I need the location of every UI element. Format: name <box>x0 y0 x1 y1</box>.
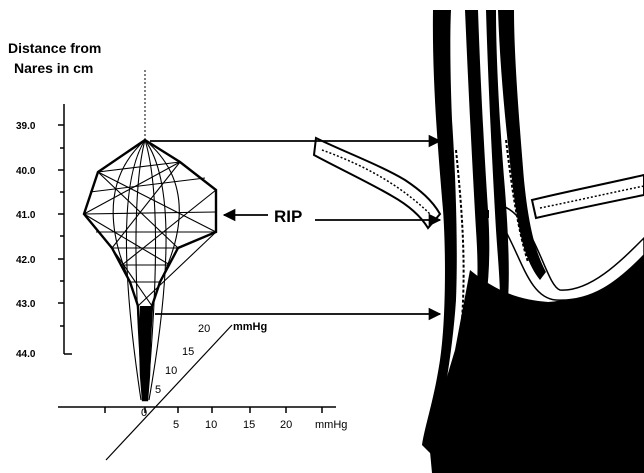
x-tick-label: 15 <box>243 419 255 431</box>
y-tick-label: 39.0 <box>16 121 36 132</box>
y-tick-label: 43.0 <box>16 299 36 310</box>
y-tick-label: 40.0 <box>16 166 36 177</box>
esophagus-lumen-left <box>465 10 489 300</box>
title-line-1: Distance from <box>8 40 101 56</box>
y-tick-label: 44.0 <box>16 349 36 360</box>
y-tick-label: 41.0 <box>16 210 36 221</box>
x-tick-labels: 0 5 10 15 20 mmHg <box>141 407 347 431</box>
y-axis <box>58 104 72 354</box>
x-axis <box>58 407 336 413</box>
z-tick-label: 20 <box>198 323 210 335</box>
z-tick-label: 10 <box>165 365 177 377</box>
x-unit-label: mmHg <box>315 419 347 431</box>
z-tick-labels: 5 10 15 20 mmHg <box>155 321 267 396</box>
z-unit-label: mmHg <box>233 321 267 333</box>
y-tick-label: 42.0 <box>16 255 36 266</box>
right-crus-band <box>532 175 644 218</box>
rip-mark <box>486 210 489 218</box>
mucosa-left <box>456 150 464 320</box>
x-tick-label: 20 <box>280 419 292 431</box>
pressure-profile <box>84 140 216 400</box>
y-tick-labels: 39.0 40.0 41.0 42.0 43.0 44.0 <box>16 121 36 360</box>
rip-mark <box>480 226 483 232</box>
title-line-2: Nares in cm <box>14 60 93 76</box>
x-tick-label: 10 <box>205 419 217 431</box>
z-tick-label: 15 <box>182 346 194 358</box>
rip-label: RIP <box>274 207 302 226</box>
x-tick-label: 5 <box>173 419 179 431</box>
rip-mark <box>478 210 481 218</box>
z-axis-line <box>106 325 232 460</box>
anatomy-illustration <box>314 10 644 473</box>
z-tick-label: 5 <box>155 384 161 396</box>
left-crus-band <box>314 138 440 228</box>
